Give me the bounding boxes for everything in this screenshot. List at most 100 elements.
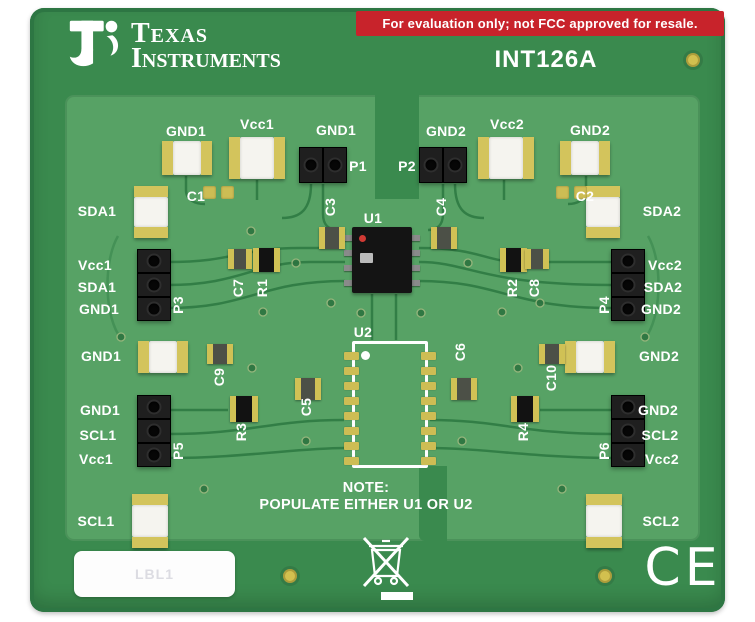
pad-c2-a — [556, 186, 569, 199]
net-label-sda1: SDA1 — [77, 203, 117, 219]
panel-notch-top — [375, 95, 419, 199]
note-line2: POPULATE EITHER U1 OR U2 — [259, 496, 473, 513]
ti-logo-icon — [69, 20, 119, 67]
refdes-p6: P6 — [596, 442, 612, 460]
pad-c1-a — [203, 186, 216, 199]
ic-u1 — [344, 227, 420, 293]
testpoint-vcc2-top — [478, 137, 534, 179]
net-label-gnd1: GND1 — [80, 348, 122, 364]
refdes-p4: P4 — [596, 296, 612, 314]
header-p4 — [611, 249, 645, 321]
res-r2 — [500, 248, 527, 272]
pin1-white-dot-icon — [361, 351, 370, 360]
refdes-u1: U1 — [363, 210, 383, 226]
refdes-c9: C9 — [211, 367, 227, 387]
pad-c1-b — [221, 186, 234, 199]
refdes-p3: P3 — [170, 296, 186, 314]
refdes-c8: C8 — [526, 278, 542, 298]
fiducial-dot-icon — [283, 569, 297, 583]
cap-c6 — [451, 378, 477, 400]
net-label-vcc1: Vcc1 — [78, 257, 112, 273]
populate-note: NOTE: POPULATE EITHER U1 OR U2 — [259, 480, 472, 513]
refdes-c3: C3 — [322, 197, 338, 217]
pad-c2-b — [574, 186, 587, 199]
testpoint-gnd1-mid — [138, 341, 188, 373]
brand-line2: Instruments — [131, 43, 281, 74]
testpoint-vcc1-top — [229, 137, 285, 179]
net-label-sda2: SDA2 — [643, 279, 683, 295]
refdes-c7: C7 — [230, 278, 246, 298]
header-p3 — [137, 249, 171, 321]
net-label-sda1: SDA1 — [77, 279, 117, 295]
testpoint-gnd1-top — [162, 141, 212, 175]
testpoint-sda1 — [134, 186, 168, 238]
net-label-gnd2: GND2 — [638, 348, 680, 364]
pin1-red-dot-icon — [359, 235, 366, 242]
weee-crossed-bin-icon — [362, 536, 410, 588]
refdes-r3: R3 — [233, 422, 249, 442]
cap-c7 — [228, 249, 252, 269]
net-label-vcc1: Vcc1 — [240, 116, 274, 132]
refdes-c4: C4 — [433, 197, 449, 217]
net-label-gnd2: GND2 — [425, 123, 467, 139]
net-label-gnd1: GND1 — [78, 301, 120, 317]
board-name: INT126A — [494, 46, 598, 73]
ic-u1-body — [352, 227, 412, 293]
testpoint-gnd2-mid — [565, 341, 615, 373]
cap-c8 — [525, 249, 549, 269]
refdes-c5: C5 — [298, 397, 314, 417]
net-label-gnd2: GND2 — [569, 122, 611, 138]
testpoint-scl2 — [586, 494, 622, 548]
brand-line1: Texas — [131, 18, 209, 49]
net-label-scl2: SCL2 — [642, 513, 680, 529]
refdes-r1: R1 — [254, 278, 270, 298]
header-p6 — [611, 395, 645, 467]
res-r4 — [511, 396, 539, 422]
refdes-u2: U2 — [353, 324, 373, 340]
testpoint-gnd2-top — [560, 141, 610, 175]
ti-chip-logo-icon — [360, 253, 373, 263]
panel-notch-bottom — [419, 466, 447, 541]
fiducial-dot-icon — [598, 569, 612, 583]
brand-wordmark: Texas Instruments — [131, 20, 281, 73]
net-label-vcc2: Vcc2 — [648, 257, 682, 273]
net-label-vcc2: Vcc2 — [645, 451, 679, 467]
ce-mark: CE — [644, 538, 722, 598]
fiducial-dot-icon — [686, 53, 700, 67]
refdes-r2: R2 — [504, 278, 520, 298]
net-label-scl1: SCL1 — [77, 513, 115, 529]
cap-c4 — [431, 227, 457, 249]
testpoint-sda2 — [586, 186, 620, 238]
net-label-gnd1: GND1 — [165, 123, 207, 139]
refdes-r4: R4 — [515, 422, 531, 442]
net-label-sda2: SDA2 — [642, 203, 682, 219]
cap-c5 — [295, 378, 321, 400]
res-r3 — [230, 396, 258, 422]
label-sticker: LBL1 — [74, 551, 235, 597]
refdes-p1: P1 — [349, 158, 367, 174]
cap-c10 — [539, 344, 565, 364]
net-label-vcc1: Vcc1 — [79, 451, 113, 467]
header-p5 — [137, 395, 171, 467]
evaluation-disclaimer: For evaluation only; not FCC approved fo… — [356, 11, 724, 36]
header-p1 — [299, 147, 347, 183]
refdes-c2: C2 — [575, 188, 595, 204]
refdes-c10: C10 — [543, 364, 559, 392]
net-label-gnd2: GND2 — [637, 402, 679, 418]
net-label-scl2: SCL2 — [641, 427, 679, 443]
refdes-c6: C6 — [452, 342, 468, 362]
cap-c3 — [319, 227, 345, 249]
refdes-p2: P2 — [398, 158, 416, 174]
refdes-p5: P5 — [170, 442, 186, 460]
weee-solid-bar — [381, 592, 413, 600]
net-label-scl1: SCL1 — [79, 427, 117, 443]
note-line1: NOTE: — [342, 480, 390, 496]
net-label-vcc2: Vcc2 — [490, 116, 524, 132]
cap-c9 — [207, 344, 233, 364]
net-label-gnd2: GND2 — [640, 301, 682, 317]
res-r1 — [253, 248, 280, 272]
refdes-c1: C1 — [186, 188, 206, 204]
footprint-u2 — [344, 341, 436, 468]
net-label-gnd1: GND1 — [79, 402, 121, 418]
